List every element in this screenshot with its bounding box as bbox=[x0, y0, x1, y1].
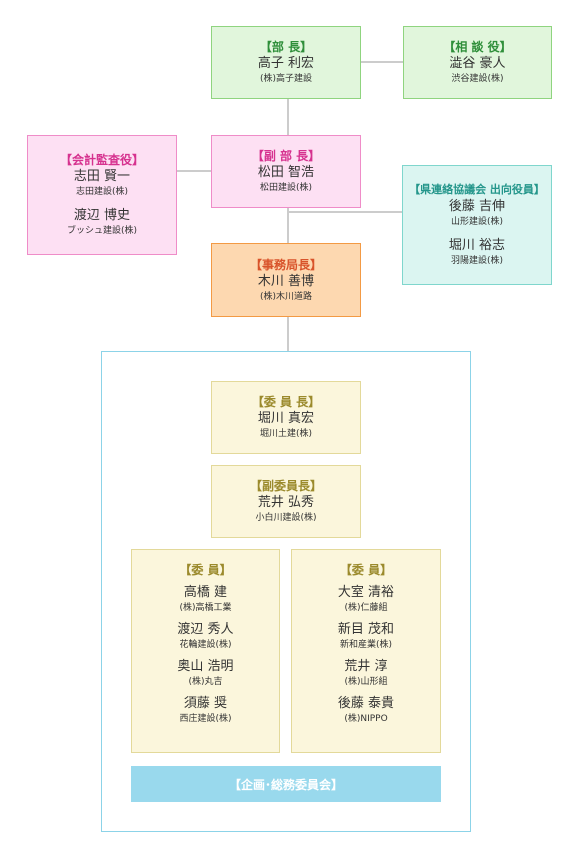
advisor-title: 【相 談 役】 bbox=[443, 40, 512, 54]
member-name: 渡辺 秀人 bbox=[177, 622, 234, 637]
chair-org: 堀川土建(株) bbox=[259, 429, 313, 439]
auditor-member: 志田 賢一 志田建設(株) bbox=[74, 168, 130, 199]
members-right-title: 【委 員】 bbox=[339, 563, 393, 577]
connector-auditors-vice bbox=[177, 170, 212, 172]
committee-member: 高橋 建 (株)高橋工業 bbox=[179, 584, 231, 615]
secretary-general-title: 【事務局長】 bbox=[249, 257, 322, 272]
seconded-officers-title: 【県連絡協議会 出向役員】 bbox=[409, 183, 545, 196]
director-box: 【部 長】 高子 利宏 (株)高子建設 bbox=[211, 26, 361, 99]
connector-vice-secretary bbox=[287, 208, 289, 244]
seconded-org: 山形建設(株) bbox=[450, 217, 503, 227]
vice-chair-name: 荒井 弘秀 bbox=[257, 495, 315, 510]
member-org: (株)山形組 bbox=[344, 677, 388, 687]
member-org: 花輪建設(株) bbox=[179, 640, 232, 650]
auditors-box: 【会計監査役】 志田 賢一 志田建設(株) 渡辺 博史 ブッシュ建設(株) bbox=[27, 135, 177, 255]
vice-chair-org: 小白川建設(株) bbox=[255, 513, 317, 523]
auditor-member: 渡辺 博史 ブッシュ建設(株) bbox=[67, 207, 137, 238]
seconded-name: 後藤 吉伸 bbox=[448, 199, 506, 214]
member-name: 奥山 浩明 bbox=[177, 659, 234, 674]
vice-chair-title: 【副委員長】 bbox=[249, 479, 322, 493]
members-right-box: 【委 員】 大室 清裕 (株)仁藤組 新目 茂和 新和産業(株) 荒井 淳 (株… bbox=[291, 549, 441, 753]
member-name: 荒井 淳 bbox=[344, 659, 388, 674]
committee-member: 奥山 浩明 (株)丸吉 bbox=[177, 658, 233, 689]
auditor-org: ブッシュ建設(株) bbox=[66, 226, 138, 236]
director-title: 【部 長】 bbox=[259, 40, 313, 54]
member-org: (株)仁藤組 bbox=[344, 603, 388, 613]
auditor-org: 志田建設(株) bbox=[75, 187, 128, 197]
member-org: (株)高橋工業 bbox=[179, 603, 232, 613]
chair-title: 【委 員 長】 bbox=[251, 395, 321, 409]
member-org: (株)丸吉 bbox=[188, 677, 223, 687]
committee-name-bar: 【企画･総務委員会】 bbox=[131, 766, 441, 802]
chair-name: 堀川 真宏 bbox=[257, 411, 315, 426]
committee-member: 大室 清裕 (株)仁藤組 bbox=[338, 584, 394, 615]
chair-box: 【委 員 長】 堀川 真宏 堀川土建(株) bbox=[211, 381, 361, 454]
seconded-officers-box: 【県連絡協議会 出向役員】 後藤 吉伸 山形建設(株) 堀川 裕志 羽陽建設(株… bbox=[402, 165, 552, 285]
vice-chair-box: 【副委員長】 荒井 弘秀 小白川建設(株) bbox=[211, 465, 361, 538]
seconded-name: 堀川 裕志 bbox=[448, 238, 506, 253]
secretary-general-box: 【事務局長】 木川 善博 (株)木川道路 bbox=[211, 243, 361, 317]
secretary-general-name: 木川 善博 bbox=[257, 273, 315, 289]
director-name: 高子 利宏 bbox=[257, 56, 315, 71]
committee-member: 渡辺 秀人 花輪建設(株) bbox=[177, 621, 233, 652]
connector-director-vice bbox=[287, 98, 289, 136]
member-name: 大室 清裕 bbox=[337, 585, 395, 600]
members-left-title: 【委 員】 bbox=[179, 563, 232, 577]
seconded-org: 羽陽建設(株) bbox=[450, 256, 503, 266]
members-left-box: 【委 員】 高橋 建 (株)高橋工業 渡辺 秀人 花輪建設(株) 奥山 浩明 (… bbox=[131, 549, 280, 753]
member-name: 高橋 建 bbox=[183, 585, 228, 600]
committee-member: 新目 茂和 新和産業(株) bbox=[338, 621, 394, 652]
vice-director-title: 【副 部 長】 bbox=[251, 149, 321, 163]
secretary-general-org: (株)木川道路 bbox=[259, 291, 313, 302]
member-org: (株)NIPPO bbox=[344, 714, 388, 724]
advisor-name: 澁谷 豪人 bbox=[449, 56, 506, 71]
seconded-member: 後藤 吉伸 山形建設(株) bbox=[449, 198, 505, 229]
member-org: 新和産業(株) bbox=[339, 640, 392, 650]
connector-seconded-horizontal bbox=[288, 211, 402, 213]
auditors-title: 【会計監査役】 bbox=[59, 153, 144, 167]
auditor-name: 志田 賢一 bbox=[73, 169, 131, 184]
member-name: 新目 茂和 bbox=[337, 622, 395, 637]
advisor-org: 渋谷建設(株) bbox=[451, 74, 504, 84]
member-org: 西庄建設(株) bbox=[179, 714, 232, 724]
member-name: 後藤 泰貴 bbox=[337, 696, 395, 711]
committee-member: 荒井 淳 (株)山形組 bbox=[344, 658, 387, 689]
member-name: 須藤 奨 bbox=[183, 696, 228, 711]
advisor-box: 【相 談 役】 澁谷 豪人 渋谷建設(株) bbox=[403, 26, 552, 99]
director-org: (株)高子建設 bbox=[259, 74, 313, 84]
vice-director-name: 松田 智浩 bbox=[257, 165, 315, 180]
vice-director-box: 【副 部 長】 松田 智浩 松田建設(株) bbox=[211, 135, 361, 208]
vice-director-org: 松田建設(株) bbox=[259, 183, 313, 193]
auditor-name: 渡辺 博史 bbox=[73, 208, 131, 223]
committee-member: 後藤 泰貴 (株)NIPPO bbox=[338, 695, 394, 726]
seconded-member: 堀川 裕志 羽陽建設(株) bbox=[449, 237, 505, 268]
connector-director-advisor bbox=[361, 61, 403, 63]
committee-member: 須藤 奨 西庄建設(株) bbox=[179, 695, 231, 726]
connector-secretary-committee bbox=[287, 316, 289, 352]
